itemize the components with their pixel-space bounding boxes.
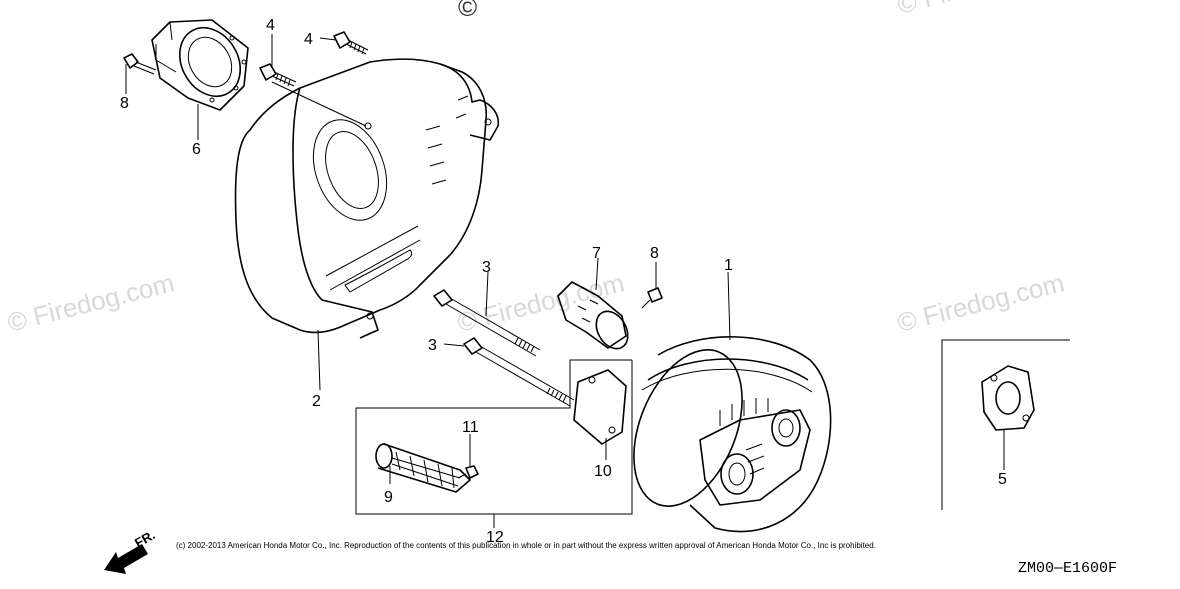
- callout-4-lower: 4: [304, 31, 313, 48]
- callout-11: 11: [462, 419, 479, 436]
- callout-5: 5: [998, 471, 1007, 488]
- callout-6: 6: [192, 141, 201, 158]
- bolt-4-upper: [333, 31, 369, 55]
- assembly-bracket-12: [355, 359, 633, 515]
- callout-8-left: 8: [120, 95, 129, 112]
- leader-lines: [125, 34, 1005, 528]
- callout-3-upper: 3: [482, 259, 491, 276]
- callout-9: 9: [384, 489, 393, 506]
- watermark-top-right: © Firedog.com: [894, 0, 1067, 20]
- callout-10: 10: [594, 463, 612, 480]
- part-2-muffler-protector: [234, 58, 500, 339]
- part-7-exhaust-pipe: [557, 281, 629, 350]
- callout-12: 12: [486, 529, 504, 546]
- watermark-center: © Firedog.com: [454, 267, 627, 337]
- callouts: 1 2 3 3 4 4 5 6 7 8 8 9 10 11 12: [120, 17, 1007, 546]
- part-6-exhaust-gasket: [151, 19, 249, 111]
- watermark-left: © Firedog.com: [4, 267, 177, 337]
- callout-3-lower: 3: [428, 337, 437, 354]
- diagram-code: ZM00—E1600F: [1018, 560, 1117, 577]
- inset-bracket: [941, 339, 1070, 510]
- bolt-4-lower: [259, 63, 297, 87]
- part-5-gasket: [981, 365, 1035, 431]
- bolt-3-lower: [463, 337, 575, 407]
- watermark-top-center: ©: [458, 0, 477, 22]
- bolt-3-upper: [433, 289, 541, 357]
- part-1-muffler: [633, 336, 832, 533]
- watermark-right: © Firedog.com: [894, 267, 1067, 337]
- callout-4-upper: 4: [266, 17, 275, 34]
- part-10-gasket-plate: [573, 369, 627, 445]
- callout-7: 7: [592, 245, 601, 262]
- bolt-8-right: [641, 287, 663, 309]
- front-direction-label: FR.: [132, 527, 158, 550]
- callout-1: 1: [724, 257, 733, 274]
- callout-8-right: 8: [650, 245, 659, 262]
- bolt-8-left: [123, 53, 157, 75]
- callout-2: 2: [312, 393, 321, 410]
- front-direction-arrow: FR.: [104, 527, 158, 574]
- part-9-spark-arrester: [375, 443, 471, 493]
- screw-11: [457, 465, 479, 479]
- copyright-notice: (c) 2002-2013 American Honda Motor Co., …: [176, 541, 876, 550]
